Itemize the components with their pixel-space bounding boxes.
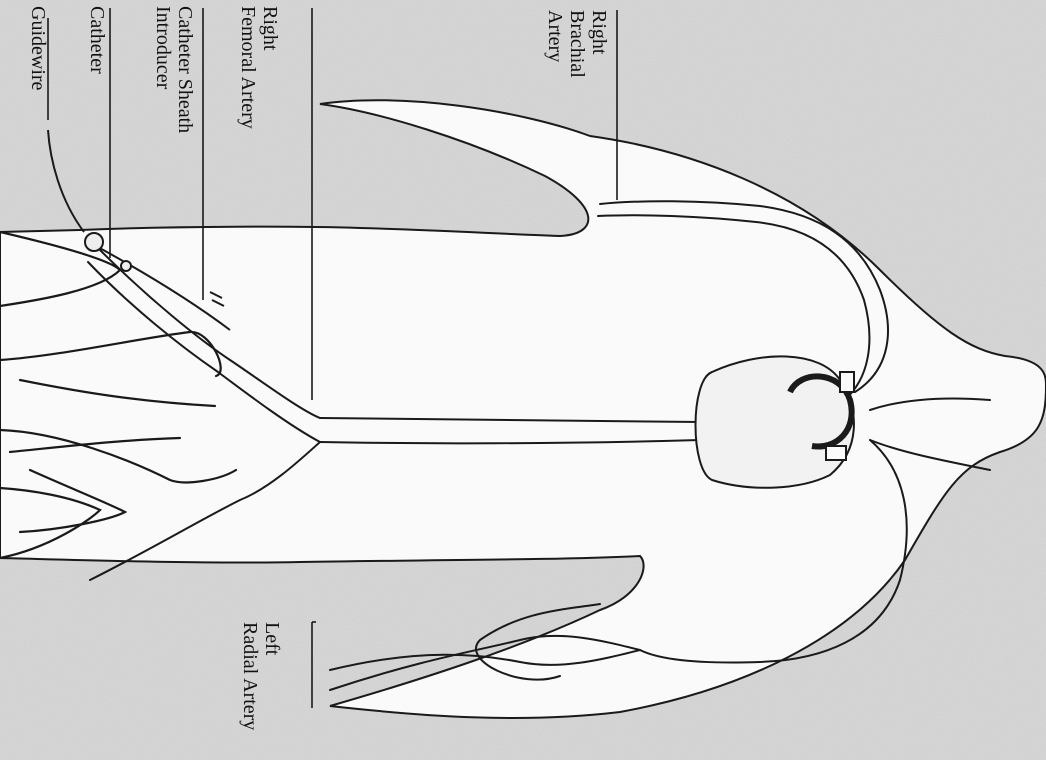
label-left-radial-artery: Left Radial Artery — [239, 622, 283, 730]
sheath-valve — [121, 261, 131, 271]
label-right-femoral-artery: Right Femoral Artery — [237, 6, 281, 129]
label-catheter: Catheter — [86, 6, 108, 74]
label-catheter-sheath-introducer: Catheter Sheath Introducer — [152, 6, 196, 133]
heart — [696, 356, 855, 487]
heart-vessel-top — [840, 372, 854, 392]
label-guidewire: Guidewire — [27, 6, 49, 90]
label-right-brachial-artery: Right Brachial Artery — [544, 10, 610, 78]
catheter-hub — [85, 233, 103, 251]
heart-vessel-bottom — [826, 446, 846, 460]
